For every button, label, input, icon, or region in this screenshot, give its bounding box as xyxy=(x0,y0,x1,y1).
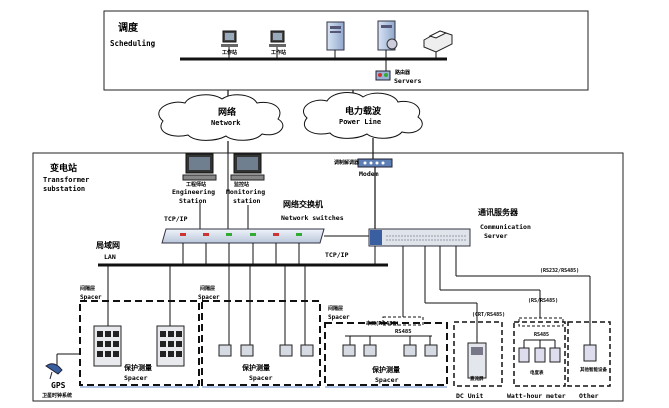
relay-unit-icon xyxy=(363,344,377,357)
relay-unit-icon xyxy=(279,344,293,357)
protection-unit-icon xyxy=(156,325,185,367)
rs485-label: RS485 xyxy=(395,329,412,335)
network-cloud: 网络 Network xyxy=(158,94,284,141)
protection-2-cn: 保护测量 xyxy=(241,363,270,372)
wh-rs485-label: RS485 xyxy=(534,332,549,338)
relay-unit-icon xyxy=(403,344,417,357)
workstation-icon xyxy=(269,30,286,59)
substation-box: 变电站 Transformer substation xyxy=(32,152,624,402)
substation-title-en2: substation xyxy=(43,185,85,193)
printer-icon xyxy=(423,30,453,59)
dc-unit-group: (CRT/RS485) 直流屏 DC Unit xyxy=(424,246,505,400)
other-device-icon xyxy=(583,344,597,362)
meter-icon xyxy=(534,347,546,363)
scheduling-title-cn: 调度 xyxy=(118,21,139,34)
router-label-en: Servers xyxy=(394,77,421,85)
relay-unit-icon xyxy=(218,344,232,357)
modem-label-cn: 调制解调器 xyxy=(334,159,360,166)
tcpip-left-label: TCP/IP xyxy=(164,215,188,223)
meter-icon xyxy=(518,347,530,363)
relay-unit-icon xyxy=(342,344,356,357)
relay-unit-icon xyxy=(300,344,314,357)
monitoring-label-en1: Monitoring xyxy=(226,188,265,196)
spacer-2-cn: 间隔层 xyxy=(200,285,215,292)
workstation-1-label: 工作站 xyxy=(222,49,237,56)
substation-title-en1: Transformer xyxy=(43,176,89,184)
gps-label-cn: 卫星时钟系统 xyxy=(42,392,72,399)
netswitch-label-en: Network switches xyxy=(281,214,344,222)
spacer-group-3: 间隔层 Spacer 串口(RS485) RS485 保护测量 Spacer xyxy=(324,246,448,388)
satellite-dish-icon xyxy=(45,363,63,380)
server-tower-icon xyxy=(326,21,345,59)
other-device-group: (RS232/RS485) 其他智能设备 Other xyxy=(455,246,611,400)
engineering-label-en1: Engineering xyxy=(172,188,215,196)
watt-meter-cn: 电度表 xyxy=(530,369,544,376)
network-switch-icon xyxy=(161,228,325,244)
relay-unit-icon xyxy=(424,344,438,357)
scheduling-title-en: Scheduling xyxy=(110,39,156,48)
dc-unit-icon xyxy=(467,342,487,379)
lan-label-cn: 局域网 xyxy=(95,240,120,250)
engineering-station-icon xyxy=(182,153,217,181)
spacer-3-cn: 间隔层 xyxy=(328,305,343,312)
network-cloud-cn: 网络 xyxy=(218,106,236,118)
powerline-cloud: 电力载波 Power Line xyxy=(303,92,423,139)
monitoring-label-en2: station xyxy=(233,197,260,205)
protection-1-en: Spacer xyxy=(124,374,148,382)
modem-label-en: Modem xyxy=(359,170,379,178)
spacer-3-en: Spacer xyxy=(328,314,350,321)
comm-server-label-en2: Server xyxy=(484,232,508,240)
server-tower-icon xyxy=(377,20,398,59)
spacer-2-en: Spacer xyxy=(198,294,220,301)
router-label-cn: 路由器 xyxy=(395,69,411,76)
comm-server-label-en1: Communication xyxy=(480,223,531,231)
workstation-2-label: 工作站 xyxy=(271,49,286,56)
modem-icon xyxy=(357,158,393,168)
wh-group-label: (RS/RS485) xyxy=(528,298,558,304)
dc-unit-en: DC Unit xyxy=(456,392,483,400)
gps-label-en: GPS xyxy=(51,381,66,390)
network-cloud-en: Network xyxy=(211,119,241,127)
powerline-cloud-en: Power Line xyxy=(339,118,381,126)
watt-meter-group: (RS/RS485) RS485 电度表 Watt-hour meter xyxy=(439,246,566,400)
spacer-group-1: 间隔层 Spacer 保护测量 Spacer xyxy=(79,265,200,388)
substation-title-cn: 变电站 xyxy=(50,162,77,174)
comm-server-label-cn: 通讯服务器 xyxy=(478,207,519,217)
tcpip-right-label: TCP/IP xyxy=(325,251,349,259)
workstation-icon xyxy=(221,30,238,59)
relay-unit-icon xyxy=(240,344,254,357)
communication-server-icon xyxy=(368,228,471,247)
other-cn: 其他智能设备 xyxy=(580,366,607,373)
rs485-group-label: 串口(RS485) xyxy=(366,320,398,327)
spacer-1-cn: 间隔层 xyxy=(80,285,95,292)
other-en: Other xyxy=(579,392,599,400)
netswitch-label-cn: 网络交换机 xyxy=(283,199,323,209)
engineering-label-cn: 工程师站 xyxy=(186,181,206,188)
protection-3-cn: 保护测量 xyxy=(371,365,400,374)
engineering-label-en2: Station xyxy=(179,197,206,205)
router-icon xyxy=(375,70,391,81)
monitoring-station-icon xyxy=(230,153,265,181)
spacer-group-2: 间隔层 Spacer 保护测量 Spacer xyxy=(198,265,321,388)
spacer-1-en: Spacer xyxy=(80,294,102,301)
watt-meter-en: Watt-hour meter xyxy=(507,392,566,400)
protection-1-cn: 保护测量 xyxy=(123,363,152,372)
powerline-cloud-cn: 电力载波 xyxy=(345,105,382,117)
protection-3-en: Spacer xyxy=(375,376,399,384)
protection-2-en: Spacer xyxy=(249,374,273,382)
protection-unit-icon xyxy=(93,325,122,367)
scheduling-box: 调度 Scheduling 工作站 工作站 xyxy=(103,10,589,91)
lan-label-en: LAN xyxy=(104,253,116,261)
gps-group: GPS 卫星时钟系统 xyxy=(42,353,80,399)
dc-group-label: (CRT/RS485) xyxy=(472,312,505,318)
other-group-label: (RS232/RS485) xyxy=(540,268,579,274)
meter-icon xyxy=(549,347,561,363)
dc-unit-cn: 直流屏 xyxy=(470,375,484,382)
monitoring-label-cn: 监控站 xyxy=(234,181,249,188)
